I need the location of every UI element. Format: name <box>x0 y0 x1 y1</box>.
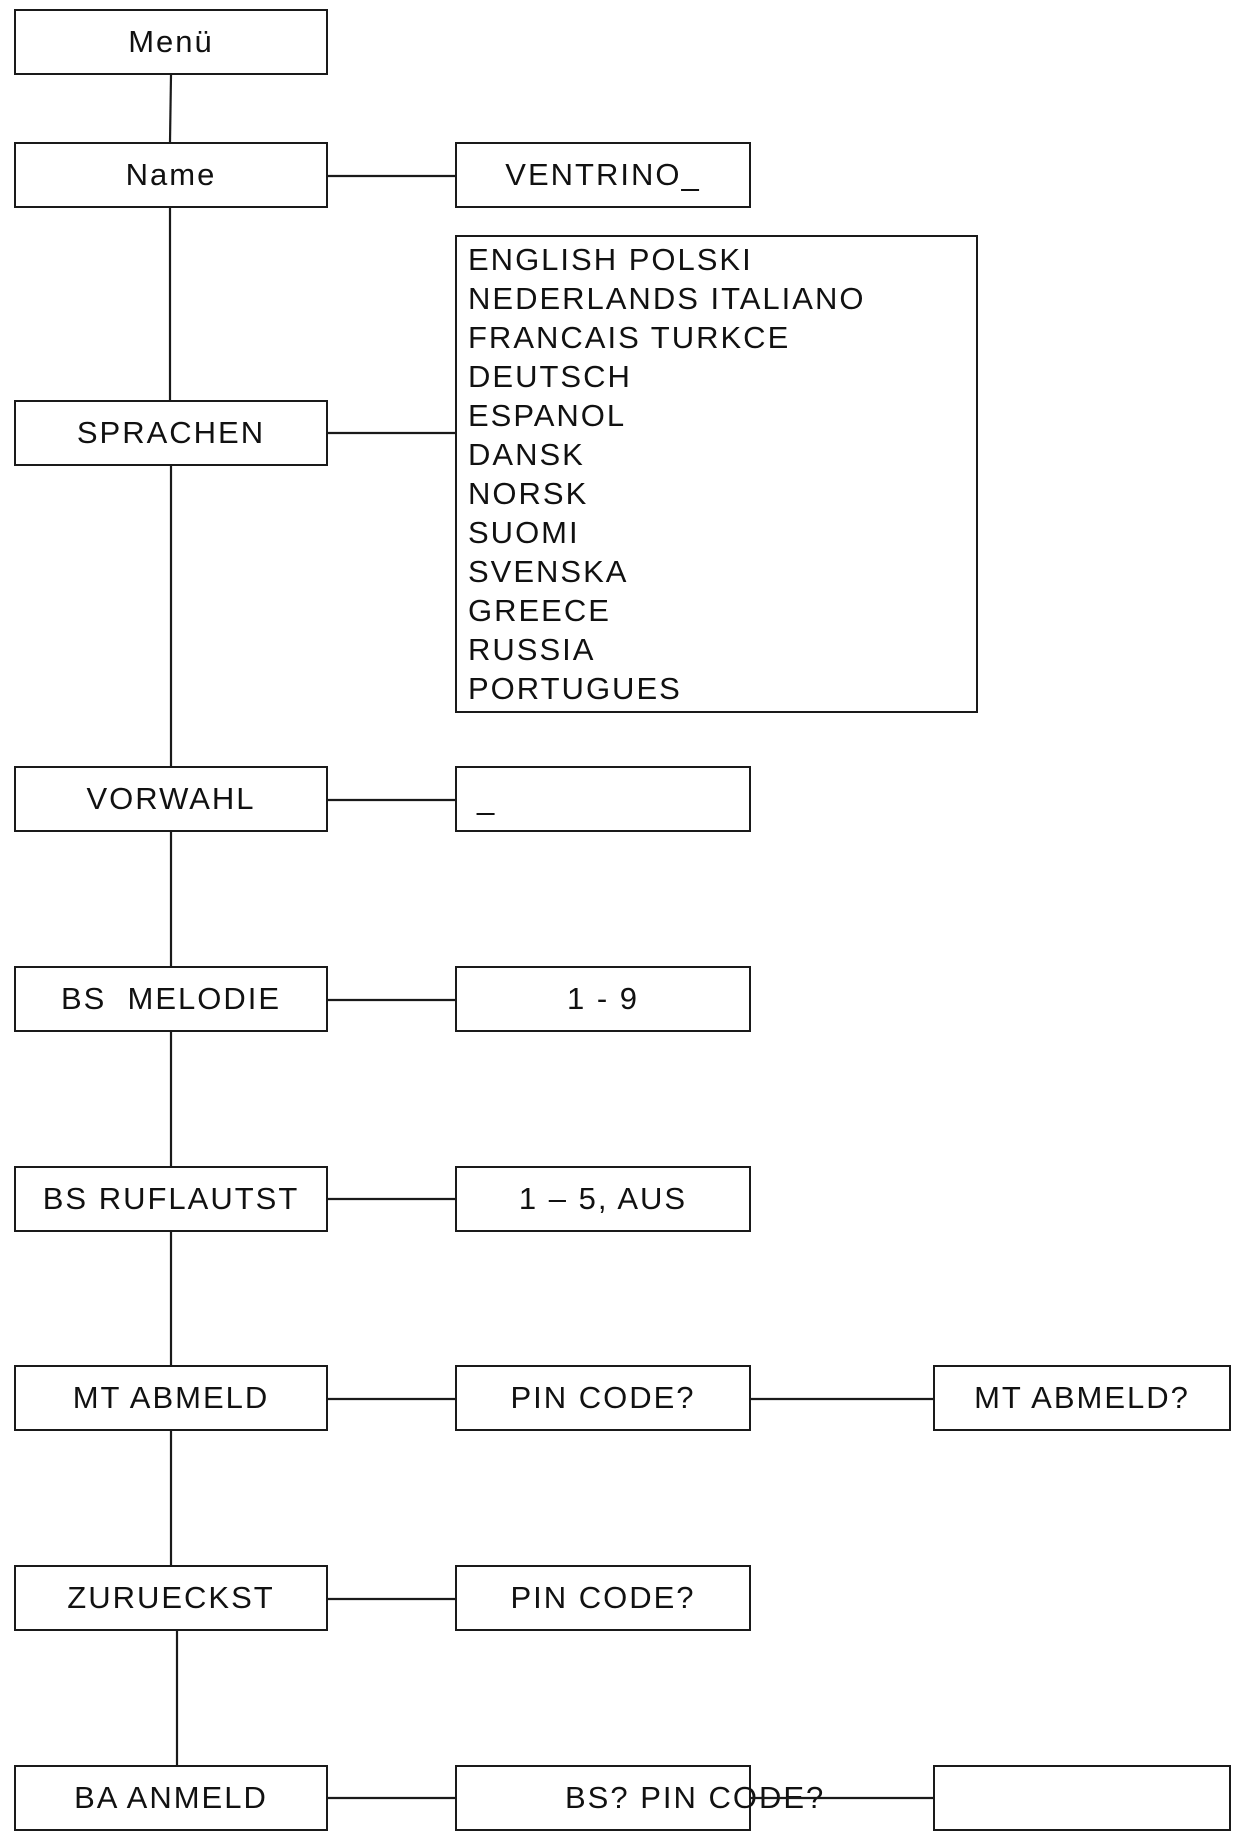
ba-anmeld-pin-box <box>455 1765 751 1831</box>
name-value: VENTRINO_ <box>505 157 701 192</box>
connector-menu-name <box>168 74 173 143</box>
menu-root-box: Menü <box>14 9 328 75</box>
name-value-box: VENTRINO_ <box>455 142 751 208</box>
language-option: SUOMI <box>468 515 580 550</box>
menu-item-vorwahl-label: VORWAHL <box>86 781 256 816</box>
menu-item-ba-anmeld: BA ANMELD <box>14 1765 328 1831</box>
menu-item-bs-ruflautst-label: BS RUFLAUTST <box>42 1181 300 1216</box>
bs-melodie-value: 1 - 9 <box>566 981 640 1016</box>
menu-item-name: Name <box>14 142 328 208</box>
bs-melodie-value-box: 1 - 9 <box>455 966 751 1032</box>
bs-ruflautst-value: 1 – 5, AUS <box>518 1181 688 1216</box>
language-option: NEDERLANDS ITALIANO <box>468 281 866 316</box>
language-option: NORSK <box>468 476 589 511</box>
mt-abmeld-pin-box: PIN CODE? <box>455 1365 751 1431</box>
menu-item-mt-abmeld: MT ABMELD <box>14 1365 328 1431</box>
menu-item-bs-melodie: BS MELODIE <box>14 966 328 1032</box>
menu-item-bs-ruflautst: BS RUFLAUTST <box>14 1166 328 1232</box>
menu-item-mt-abmeld-label: MT ABMELD <box>72 1380 270 1415</box>
language-option: FRANCAIS TURKCE <box>468 320 791 355</box>
ba-anmeld-next-box <box>933 1765 1231 1831</box>
mt-abmeld-confirm-box: MT ABMELD? <box>933 1365 1231 1431</box>
language-option: DANSK <box>468 437 585 472</box>
menu-root-label: Menü <box>128 24 214 59</box>
menu-item-name-label: Name <box>125 157 217 192</box>
menu-item-ba-anmeld-label: BA ANMELD <box>74 1780 268 1815</box>
language-option: RUSSIA <box>468 632 596 667</box>
language-option: DEUTSCH <box>468 359 632 394</box>
ba-anmeld-pin-label: BS? PIN CODE? <box>565 1780 826 1815</box>
menu-item-sprachen: SPRACHEN <box>14 400 328 466</box>
language-list-box: ENGLISH POLSKI NEDERLANDS ITALIANO FRANC… <box>455 235 978 713</box>
zurueckst-pin-label: PIN CODE? <box>510 1580 696 1615</box>
vorwahl-value: _ <box>477 781 497 816</box>
vorwahl-value-box: _ <box>455 766 751 832</box>
language-option: SVENSKA <box>468 554 629 589</box>
language-option: ENGLISH POLSKI <box>468 242 753 277</box>
language-option: ESPANOL <box>468 398 627 433</box>
zurueckst-pin-box: PIN CODE? <box>455 1565 751 1631</box>
menu-item-sprachen-label: SPRACHEN <box>76 415 266 450</box>
menu-item-vorwahl: VORWAHL <box>14 766 328 832</box>
menu-item-bs-melodie-label: BS MELODIE <box>60 981 282 1016</box>
menu-item-zurueckst-label: ZURUECKST <box>67 1580 275 1615</box>
language-option: PORTUGUES <box>468 671 682 706</box>
mt-abmeld-pin-label: PIN CODE? <box>510 1380 696 1415</box>
bs-ruflautst-value-box: 1 – 5, AUS <box>455 1166 751 1232</box>
mt-abmeld-confirm-label: MT ABMELD? <box>974 1380 1190 1415</box>
language-option: GREECE <box>468 593 611 628</box>
menu-item-zurueckst: ZURUECKST <box>14 1565 328 1631</box>
